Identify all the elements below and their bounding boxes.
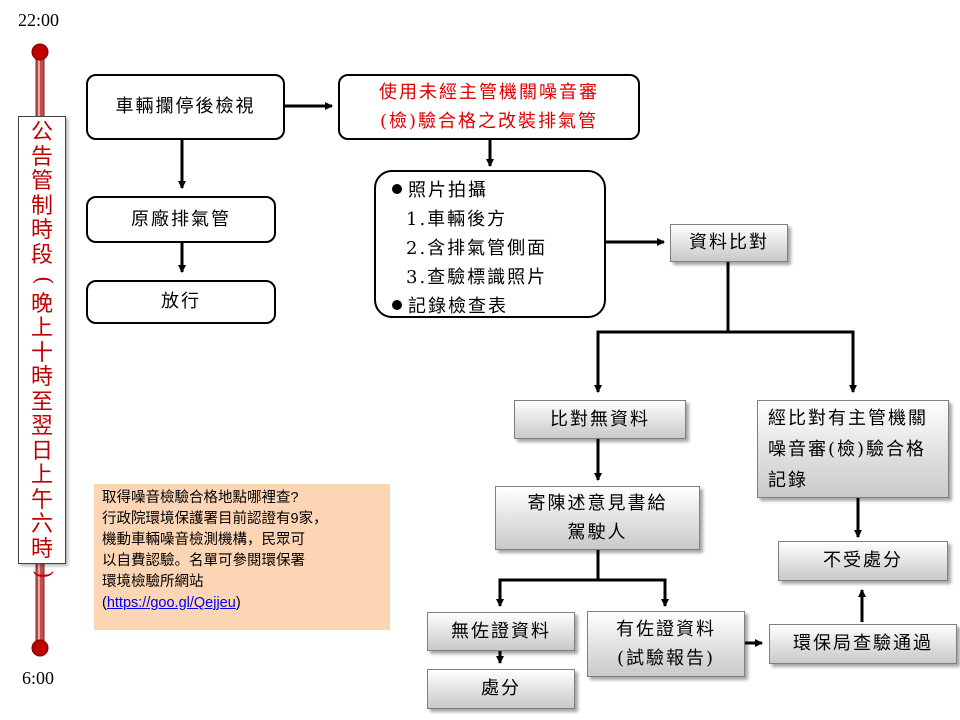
period-label-char: 段 bbox=[30, 242, 53, 268]
photo-item-2: 2.含排氣管側面 bbox=[406, 238, 548, 259]
period-label-char: 時 bbox=[30, 536, 53, 562]
period-label-char: 至 bbox=[30, 389, 53, 415]
note-line-3: 機動車輛噪音檢測機構，民眾可 bbox=[102, 532, 305, 548]
period-label-char: 上 bbox=[30, 463, 53, 488]
epb-pass-box: 環保局查驗通過 bbox=[769, 624, 957, 664]
data-compare-text: 資料比對 bbox=[689, 232, 769, 253]
photo-title: 照片拍攝 bbox=[408, 180, 488, 201]
no-penalty-box: 不受處分 bbox=[778, 541, 948, 581]
no-data-text: 比對無資料 bbox=[550, 408, 650, 430]
has-record-text: 經比對有主管機關噪音審(檢)驗合格記錄 bbox=[768, 407, 928, 491]
period-label-char: 公 bbox=[30, 120, 53, 145]
note-line-1: 取得噪音檢驗合格地點哪裡查? bbox=[102, 490, 299, 506]
vehicle-stop-text: 車輛攔停後檢視 bbox=[115, 96, 256, 117]
bullet-icon bbox=[392, 184, 402, 194]
photo-requirements-box: 照片拍攝 1.車輛後方 2.含排氣管側面 3.查驗標識照片 記錄檢查表 bbox=[374, 170, 606, 318]
period-label-char: 上 bbox=[30, 316, 53, 341]
original-exhaust-text: 原廠排氣管 bbox=[131, 208, 231, 230]
period-label-char: 六 bbox=[30, 512, 53, 537]
period-label-char: 制 bbox=[30, 193, 53, 219]
period-label-char: 午 bbox=[30, 487, 53, 513]
send-notice-line1: 寄陳述意見書給 bbox=[527, 493, 668, 514]
send-notice-box: 寄陳述意見書給 駕駛人 bbox=[495, 486, 700, 550]
note-line-5: 環境檢驗所網站 bbox=[102, 574, 204, 590]
data-compare-box: 資料比對 bbox=[670, 224, 788, 262]
record-sheet: 記錄檢查表 bbox=[408, 296, 508, 317]
unapproved-exhaust-line2: (檢)驗合格之改裝排氣管 bbox=[379, 111, 599, 132]
note-line-4: 以自費認驗。名單可參閱環保署 bbox=[102, 553, 305, 569]
timeline-start-dot bbox=[31, 43, 49, 61]
release-box: 放行 bbox=[86, 280, 276, 324]
timeline-end-time: 6:00 bbox=[22, 668, 55, 688]
penalty-box: 處分 bbox=[427, 669, 575, 709]
link-suffix: ) bbox=[235, 595, 241, 611]
has-evidence-line2: (試驗報告) bbox=[616, 648, 716, 669]
unapproved-exhaust-box: 使用未經主管機關噪音審 (檢)驗合格之改裝排氣管 bbox=[338, 74, 640, 140]
no-evidence-text: 無佐證資料 bbox=[451, 620, 551, 642]
period-label-char: 晚 bbox=[30, 291, 53, 317]
release-text: 放行 bbox=[161, 291, 201, 312]
has-evidence-box: 有佐證資料 (試驗報告) bbox=[587, 611, 745, 677]
vehicle-stop-box: 車輛攔停後檢視 bbox=[86, 74, 285, 140]
epa-website-link[interactable]: https://goo.gl/Qejjeu bbox=[106, 595, 236, 611]
period-label-char: 時 bbox=[30, 365, 53, 390]
control-period-label: 公告管制時段(晚上十時至翌日上午六時) bbox=[18, 116, 66, 579]
period-label-char: 管 bbox=[30, 169, 53, 194]
period-label-char: 日 bbox=[30, 438, 53, 464]
original-exhaust-box: 原廠排氣管 bbox=[86, 196, 276, 243]
send-notice-line2: 駕駛人 bbox=[567, 522, 628, 543]
period-label-char: 十 bbox=[30, 340, 53, 366]
unapproved-exhaust-line1: 使用未經主管機關噪音審 bbox=[379, 82, 599, 103]
period-label-char: ) bbox=[30, 569, 56, 579]
period-label-char: 告 bbox=[30, 144, 53, 170]
penalty-text: 處分 bbox=[481, 678, 521, 699]
timeline-start-time: 22:00 bbox=[18, 10, 60, 30]
has-evidence-line1: 有佐證資料 bbox=[616, 619, 716, 640]
bullet-icon bbox=[392, 300, 402, 310]
photo-item-1: 1.車輛後方 bbox=[406, 209, 508, 230]
period-label-char: 時 bbox=[30, 218, 53, 243]
no-data-box: 比對無資料 bbox=[514, 400, 686, 439]
period-label-char: 翌 bbox=[30, 414, 53, 439]
link-prefix: ( bbox=[102, 595, 107, 611]
period-label-char: ( bbox=[30, 275, 56, 285]
timeline-end-dot bbox=[31, 639, 49, 657]
no-evidence-box: 無佐證資料 bbox=[427, 612, 575, 651]
note-line-2: 行政院環境保護署目前認證有9家， bbox=[102, 511, 328, 527]
inspection-info-note: 取得噪音檢驗合格地點哪裡查? 行政院環境保護署目前認證有9家， 機動車輛噪音檢測… bbox=[94, 484, 390, 630]
no-penalty-text: 不受處分 bbox=[823, 550, 903, 571]
epb-pass-text: 環保局查驗通過 bbox=[793, 633, 933, 654]
photo-item-3: 3.查驗標識照片 bbox=[406, 267, 548, 288]
has-record-box: 經比對有主管機關噪音審(檢)驗合格記錄 bbox=[757, 400, 949, 498]
